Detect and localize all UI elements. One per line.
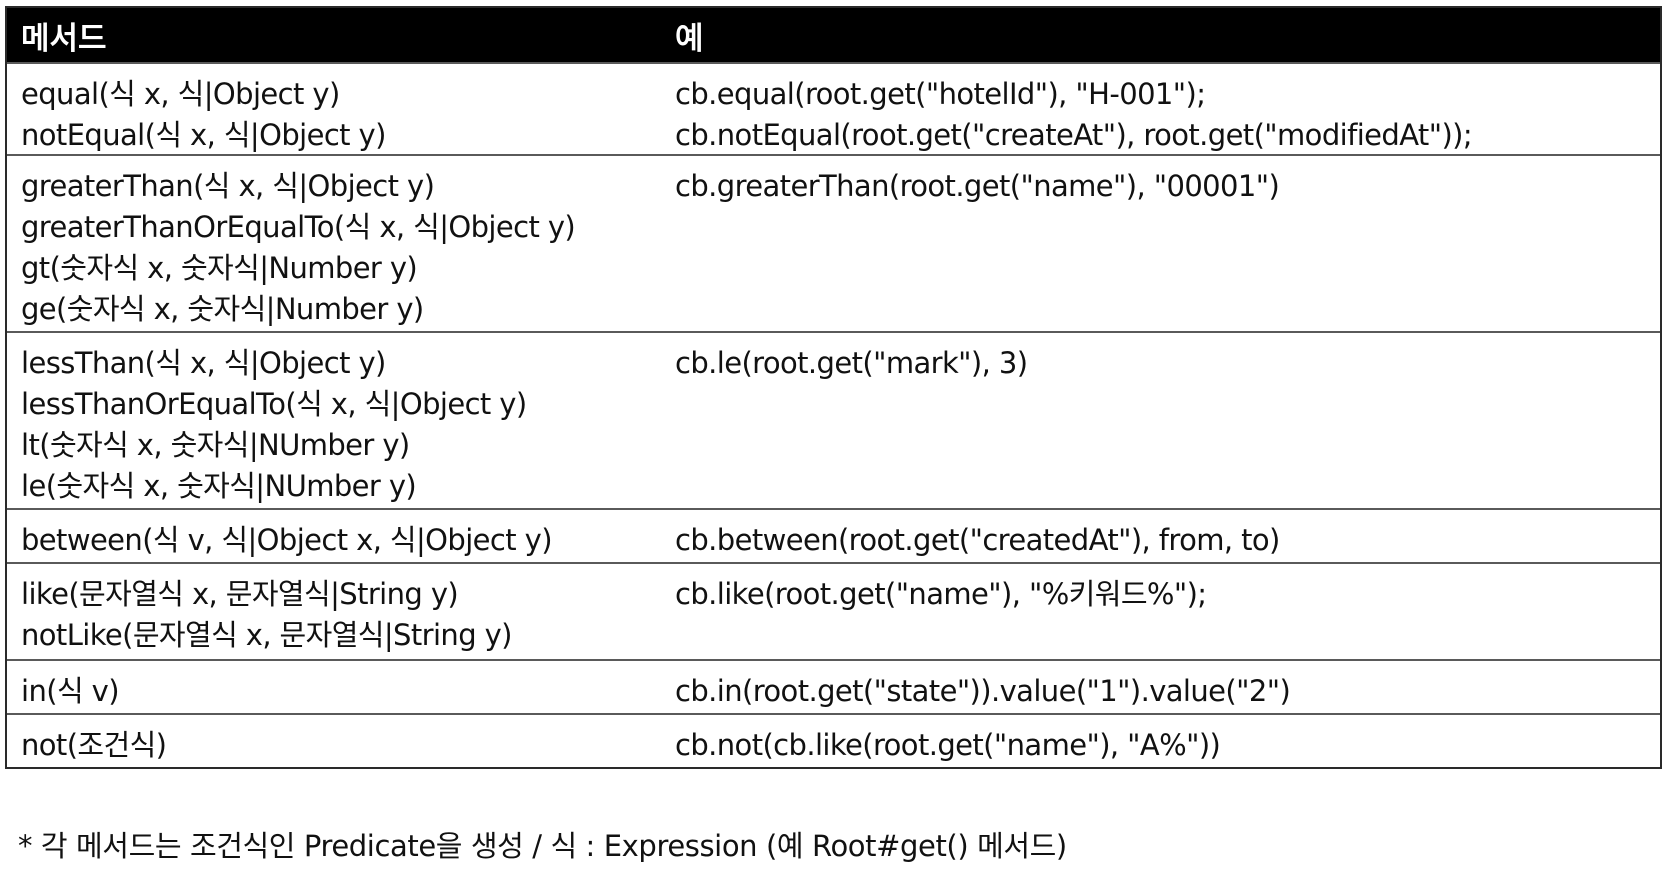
method-signature: not(조건식) — [21, 728, 167, 762]
method-signature: greaterThanOrEqualTo(식 x, 식|Object y) — [21, 210, 576, 244]
method-cell: in(식 v) — [7, 661, 657, 713]
example-cell: cb.in(root.get("state")).value("1").valu… — [657, 661, 1660, 713]
method-signature: notLike(문자열식 x, 문자열식|String y) — [21, 618, 513, 652]
method-signature: lessThan(식 x, 식|Object y) — [21, 346, 386, 380]
method-signature: ge(숫자식 x, 숫자식|Number y) — [21, 292, 424, 326]
method-signature: like(문자열식 x, 문자열식|String y) — [21, 577, 459, 611]
method-signature: in(식 v) — [21, 674, 120, 708]
table-row: equal(식 x, 식|Object y) notEqual(식 x, 식|O… — [7, 62, 1660, 154]
method-cell: like(문자열식 x, 문자열식|String y) notLike(문자열식… — [7, 564, 657, 659]
example-code: cb.not(cb.like(root.get("name"), "A%")) — [675, 728, 1221, 762]
method-cell: between(식 v, 식|Object x, 식|Object y) — [7, 510, 657, 562]
example-code: cb.notEqual(root.get("createAt"), root.g… — [675, 118, 1473, 152]
example-cell: cb.not(cb.like(root.get("name"), "A%")) — [657, 715, 1660, 767]
table-row: lessThan(식 x, 식|Object y) lessThanOrEqua… — [7, 331, 1660, 508]
example-code: cb.in(root.get("state")).value("1").valu… — [675, 674, 1291, 708]
method-cell: lessThan(식 x, 식|Object y) lessThanOrEqua… — [7, 333, 657, 508]
example-code: cb.between(root.get("createdAt"), from, … — [675, 523, 1280, 557]
example-code: cb.le(root.get("mark"), 3) — [675, 346, 1028, 380]
table-row: greaterThan(식 x, 식|Object y) greaterThan… — [7, 154, 1660, 331]
method-cell: greaterThan(식 x, 식|Object y) greaterThan… — [7, 156, 657, 331]
method-signature: greaterThan(식 x, 식|Object y) — [21, 169, 435, 203]
method-signature: notEqual(식 x, 식|Object y) — [21, 118, 386, 152]
example-cell: cb.like(root.get("name"), "%키워드%"); — [657, 564, 1660, 659]
table-header: 메서드 예 — [7, 8, 1660, 62]
method-cell: equal(식 x, 식|Object y) notEqual(식 x, 식|O… — [7, 64, 657, 154]
example-code: cb.like(root.get("name"), "%키워드%"); — [675, 577, 1207, 611]
method-signature: equal(식 x, 식|Object y) — [21, 77, 340, 111]
example-code: cb.greaterThan(root.get("name"), "00001"… — [675, 169, 1280, 203]
table-row: not(조건식) cb.not(cb.like(root.get("name")… — [7, 713, 1660, 767]
example-code: cb.equal(root.get("hotelId"), "H-001"); — [675, 77, 1206, 111]
method-signature: lt(숫자식 x, 숫자식|NUmber y) — [21, 428, 410, 462]
table-row: between(식 v, 식|Object x, 식|Object y) cb.… — [7, 508, 1660, 562]
footnote: * 각 메서드는 조건식인 Predicate을 생성 / 식 : Expres… — [18, 829, 1067, 863]
method-cell: not(조건식) — [7, 715, 657, 767]
example-cell: cb.le(root.get("mark"), 3) — [657, 333, 1660, 508]
table-row: like(문자열식 x, 문자열식|String y) notLike(문자열식… — [7, 562, 1660, 659]
table-row: in(식 v) cb.in(root.get("state")).value("… — [7, 659, 1660, 713]
method-signature: gt(숫자식 x, 숫자식|Number y) — [21, 251, 418, 285]
header-example: 예 — [675, 20, 704, 57]
example-cell: cb.equal(root.get("hotelId"), "H-001"); … — [657, 64, 1660, 154]
example-cell: cb.greaterThan(root.get("name"), "00001"… — [657, 156, 1660, 331]
method-signature: between(식 v, 식|Object x, 식|Object y) — [21, 523, 553, 557]
method-signature: lessThanOrEqualTo(식 x, 식|Object y) — [21, 387, 527, 421]
header-method: 메서드 — [21, 20, 107, 57]
example-cell: cb.between(root.get("createdAt"), from, … — [657, 510, 1660, 562]
method-signature: le(숫자식 x, 숫자식|NUmber y) — [21, 469, 417, 503]
criteria-methods-table: 메서드 예 equal(식 x, 식|Object y) notEqual(식 … — [5, 6, 1662, 769]
